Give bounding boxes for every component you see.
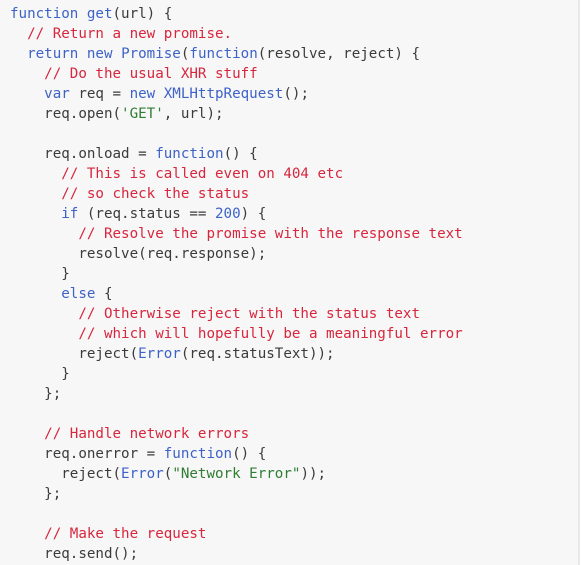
code-token: function bbox=[10, 6, 87, 22]
code-token: new bbox=[129, 86, 164, 102]
code-token bbox=[10, 226, 78, 242]
code-line bbox=[10, 124, 578, 144]
code-token bbox=[10, 126, 19, 142]
code-token: var bbox=[44, 86, 79, 102]
code-token: }; bbox=[10, 386, 62, 402]
code-token: () { bbox=[232, 446, 267, 462]
code-line: resolve(req.response); bbox=[10, 244, 578, 264]
code-token: () { bbox=[223, 146, 258, 162]
code-line: // Handle network errors bbox=[10, 424, 578, 444]
code-token: XMLHttpRequest bbox=[163, 86, 284, 102]
code-token bbox=[10, 406, 19, 422]
code-token: ( bbox=[180, 46, 190, 62]
code-token: "Network Error" bbox=[172, 466, 301, 482]
code-token: , url); bbox=[163, 106, 224, 122]
code-token bbox=[10, 46, 27, 62]
code-line: // Make the request bbox=[10, 524, 578, 544]
code-token: } bbox=[10, 266, 70, 282]
code-token: }; bbox=[10, 486, 62, 502]
code-line: // which will hopefully be a meaningful … bbox=[10, 324, 578, 344]
code-token: reject( bbox=[10, 466, 122, 482]
code-token: (req.statusText)); bbox=[180, 346, 335, 362]
code-token: ( bbox=[163, 466, 173, 482]
code-token: (resolve, reject) { bbox=[257, 46, 421, 62]
code-token: } bbox=[10, 366, 70, 382]
code-line: reject(Error("Network Error")); bbox=[10, 464, 578, 484]
code-line: req.onerror = function() { bbox=[10, 444, 578, 464]
code-token: // which will hopefully be a meaningful … bbox=[78, 326, 463, 342]
code-line: function get(url) { bbox=[10, 4, 578, 24]
code-line: req.onload = function() { bbox=[10, 144, 578, 164]
code-token: req = bbox=[78, 86, 130, 102]
code-token: { bbox=[103, 286, 113, 302]
code-token bbox=[10, 26, 27, 42]
code-line: // so check the status bbox=[10, 184, 578, 204]
code-token: // Otherwise reject with the status text bbox=[78, 306, 421, 322]
code-token bbox=[10, 86, 44, 102]
code-token: // Make the request bbox=[44, 526, 207, 542]
code-token: // This is called even on 404 etc bbox=[61, 166, 344, 182]
code-token: return new bbox=[27, 46, 122, 62]
code-token: get bbox=[86, 6, 113, 22]
code-line: else { bbox=[10, 284, 578, 304]
code-line: return new Promise(function(resolve, rej… bbox=[10, 44, 578, 64]
code-token: (url) { bbox=[112, 6, 173, 22]
code-line: }; bbox=[10, 484, 578, 504]
code-token bbox=[10, 66, 44, 82]
code-line: // Do the usual XHR stuff bbox=[10, 64, 578, 84]
code-token bbox=[10, 186, 61, 202]
code-line: if (req.status == 200) { bbox=[10, 204, 578, 224]
code-token: // Do the usual XHR stuff bbox=[44, 66, 258, 82]
code-token bbox=[10, 286, 61, 302]
code-line: // This is called even on 404 etc bbox=[10, 164, 578, 184]
code-token: Error bbox=[138, 346, 181, 362]
code-token: function bbox=[189, 46, 258, 62]
code-token: // Return a new promise. bbox=[27, 26, 233, 42]
code-token: )); bbox=[300, 466, 327, 482]
code-token: // Handle network errors bbox=[44, 426, 250, 442]
code-token bbox=[10, 206, 61, 222]
code-token: Error bbox=[121, 466, 164, 482]
code-token: // Resolve the promise with the response… bbox=[78, 226, 463, 242]
code-line: }; bbox=[10, 384, 578, 404]
code-token: ) { bbox=[240, 206, 267, 222]
code-token bbox=[10, 526, 44, 542]
code-token bbox=[10, 306, 78, 322]
code-line: req.open('GET', url); bbox=[10, 104, 578, 124]
code-token bbox=[10, 506, 19, 522]
code-token: 200 bbox=[215, 206, 241, 222]
code-token: reject( bbox=[10, 346, 139, 362]
code-token: function bbox=[155, 146, 224, 162]
code-token: req.onerror = bbox=[10, 446, 164, 462]
code-token: req.send(); bbox=[10, 546, 139, 562]
code-line: // Resolve the promise with the response… bbox=[10, 224, 578, 244]
code-token: Promise bbox=[121, 46, 181, 62]
code-line bbox=[10, 404, 578, 424]
code-token: else bbox=[61, 286, 104, 302]
code-token: (); bbox=[283, 86, 309, 102]
code-token: req.open( bbox=[10, 106, 122, 122]
code-line bbox=[10, 504, 578, 524]
code-token bbox=[10, 426, 44, 442]
code-line: // Otherwise reject with the status text bbox=[10, 304, 578, 324]
code-line: } bbox=[10, 364, 578, 384]
code-line: var req = new XMLHttpRequest(); bbox=[10, 84, 578, 104]
code-token: // so check the status bbox=[61, 186, 250, 202]
code-line: // Return a new promise. bbox=[10, 24, 578, 44]
code-token bbox=[10, 326, 78, 342]
code-token: function bbox=[163, 446, 233, 462]
code-line: reject(Error(req.statusText)); bbox=[10, 344, 578, 364]
code-token: resolve(req.response); bbox=[10, 246, 267, 262]
code-token bbox=[10, 166, 61, 182]
code-token: if bbox=[61, 206, 87, 222]
code-line: req.send(); bbox=[10, 544, 578, 564]
code-token: 'GET' bbox=[121, 106, 164, 122]
code-token: (req.status == bbox=[86, 206, 215, 222]
code-line: } bbox=[10, 264, 578, 284]
code-token: req.onload = bbox=[10, 146, 156, 162]
